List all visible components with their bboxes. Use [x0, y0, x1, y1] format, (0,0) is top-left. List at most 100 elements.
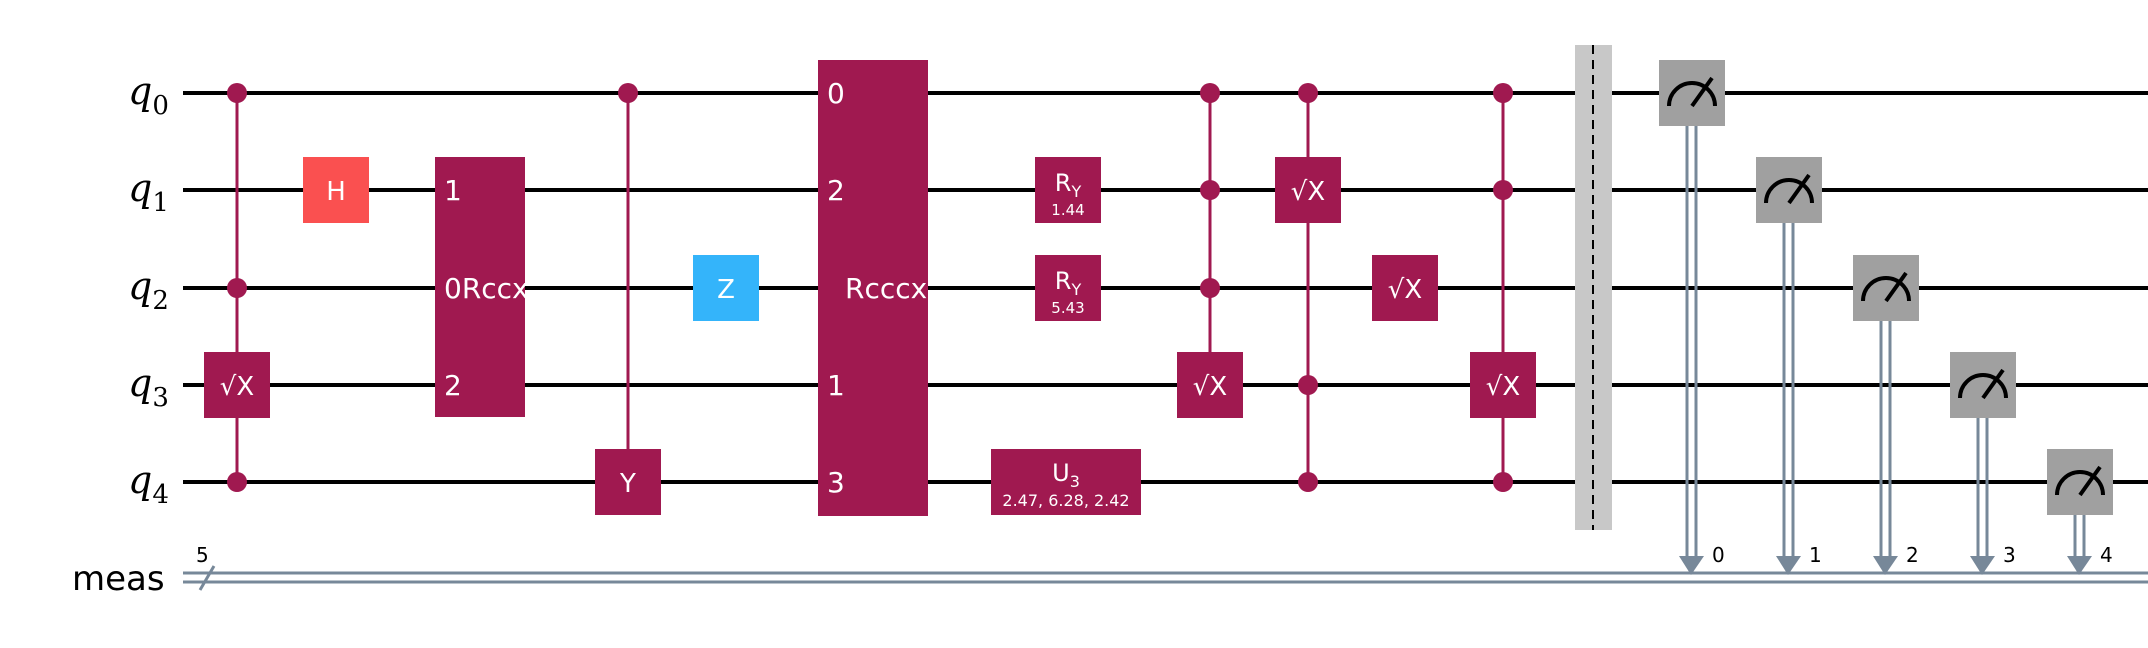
rccx-label: 0Rccx [444, 272, 529, 305]
sx-gate-label: √X [220, 372, 254, 402]
measure-arrow [1873, 556, 1898, 575]
u3-gate: U3 2.47, 6.28, 2.42 [991, 449, 1141, 515]
measure-arrow [1679, 556, 1704, 575]
control-dot [1298, 83, 1318, 103]
sx-gate-label: √X [1291, 177, 1325, 207]
sx-gate-box [1470, 352, 1536, 418]
measure-bit-label: 1 [1809, 543, 1822, 567]
control-dot [1493, 472, 1513, 492]
u3-gate-box [991, 449, 1141, 515]
h-gate-label: H [326, 177, 346, 207]
ry-gate-box [1035, 157, 1101, 223]
ry-gate-label: RY [1055, 267, 1082, 299]
control-dot [227, 472, 247, 492]
controlled-sx-gate-2: √X [1177, 83, 1243, 418]
h-gate-box [303, 157, 369, 223]
rcccx-pin-q4: 3 [827, 466, 845, 499]
qubit-label-0: q0 [128, 69, 169, 121]
measure-box [2047, 449, 2113, 515]
z-gate-label: Z [717, 275, 735, 305]
measure-box [1950, 352, 2016, 418]
measure-bit-label: 3 [2003, 543, 2016, 567]
measure-q3: 3 [1950, 352, 2016, 575]
rccx-gate-box [435, 157, 525, 417]
y-gate-label: Y [619, 469, 636, 499]
controlled-y-gate: Y [595, 83, 661, 515]
measure-box [1659, 60, 1725, 126]
sx-gate-box [1177, 352, 1243, 418]
sx-gate-label: √X [1388, 275, 1422, 305]
z-gate: Z [693, 255, 759, 321]
meter-needle [1690, 76, 1714, 108]
control-dot [618, 83, 638, 103]
rccx-pin-2: 2 [444, 369, 462, 402]
controlled-sx-gate-1: √X [204, 83, 270, 492]
measure-bit-label: 0 [1712, 543, 1725, 567]
qubit-label-4: q4 [128, 458, 169, 510]
measure-q0: 0 [1659, 60, 1725, 575]
measure-arrow [1776, 556, 1801, 575]
qubit-labels: q0 q1 q2 q3 q4 meas [72, 69, 169, 599]
barrier [1575, 45, 1612, 530]
meter-needle [1981, 368, 2005, 400]
u3-gate-param: 2.47, 6.28, 2.42 [1002, 491, 1129, 510]
rccx-gate: 1 0Rccx 2 [435, 157, 529, 417]
z-gate-box [693, 255, 759, 321]
rcccx-gate: 0 2 Rcccx 1 3 [818, 60, 928, 516]
qubit-label-3: q3 [128, 361, 169, 413]
control-dot [227, 278, 247, 298]
h-gate: H [303, 157, 369, 223]
ry-gate-label: RY [1055, 169, 1082, 201]
rcccx-label: Rcccx [845, 272, 927, 305]
control-dot [227, 83, 247, 103]
sx-gate-box [204, 352, 270, 418]
ry-gate-q2: RY 5.43 [1035, 255, 1101, 321]
qubit-label-2: q2 [128, 264, 169, 316]
rcccx-pin-q3: 1 [827, 369, 845, 402]
controlled-sx-gate-4: √X [1470, 83, 1536, 492]
y-gate-box [595, 449, 661, 515]
sx-gate-q2: √X [1372, 255, 1438, 321]
sx-gate-box [1275, 157, 1341, 223]
measurements: 0 1 2 3 [1659, 60, 2113, 575]
sx-gate-label: √X [1486, 372, 1520, 402]
control-dot [1200, 180, 1220, 200]
rcccx-gate-box [818, 60, 928, 516]
ry-gate-q1: RY 1.44 [1035, 157, 1101, 223]
meter-needle [2078, 465, 2102, 497]
meter-icon [1861, 276, 1911, 302]
measure-arrow [2067, 556, 2092, 575]
ry-gate-box [1035, 255, 1101, 321]
control-dot [1493, 180, 1513, 200]
controlled-sx-gate-3: √X [1275, 83, 1341, 492]
meter-needle [1884, 271, 1908, 303]
measure-q1: 1 [1756, 157, 1822, 575]
meter-icon [1958, 373, 2008, 399]
meter-icon [2055, 470, 2105, 496]
meter-icon [1764, 178, 1814, 204]
measure-arrow [1970, 556, 1995, 575]
u3-gate-label: U3 [1052, 459, 1080, 491]
measure-box [1853, 255, 1919, 321]
sx-gate-box [1372, 255, 1438, 321]
control-dot [1298, 375, 1318, 395]
qubit-label-1: q1 [128, 166, 169, 218]
control-dot [1200, 83, 1220, 103]
meter-needle [1787, 173, 1811, 205]
ry-gate-param: 5.43 [1051, 299, 1084, 317]
ry-gate-param: 1.44 [1051, 201, 1084, 219]
rccx-pin-1: 1 [444, 174, 462, 207]
rcccx-pin-q0: 0 [827, 77, 845, 110]
measure-bit-label: 4 [2100, 543, 2113, 567]
bus-slash [198, 565, 216, 591]
register-size-label: 5 [196, 543, 209, 567]
classical-register-label: meas [72, 559, 165, 599]
rcccx-pin-q1: 2 [827, 174, 845, 207]
meter-icon [1667, 81, 1717, 107]
control-dot [1200, 278, 1220, 298]
control-dot [1298, 472, 1318, 492]
measure-bit-label: 2 [1906, 543, 1919, 567]
sx-gate-label: √X [1193, 372, 1227, 402]
measure-box [1756, 157, 1822, 223]
